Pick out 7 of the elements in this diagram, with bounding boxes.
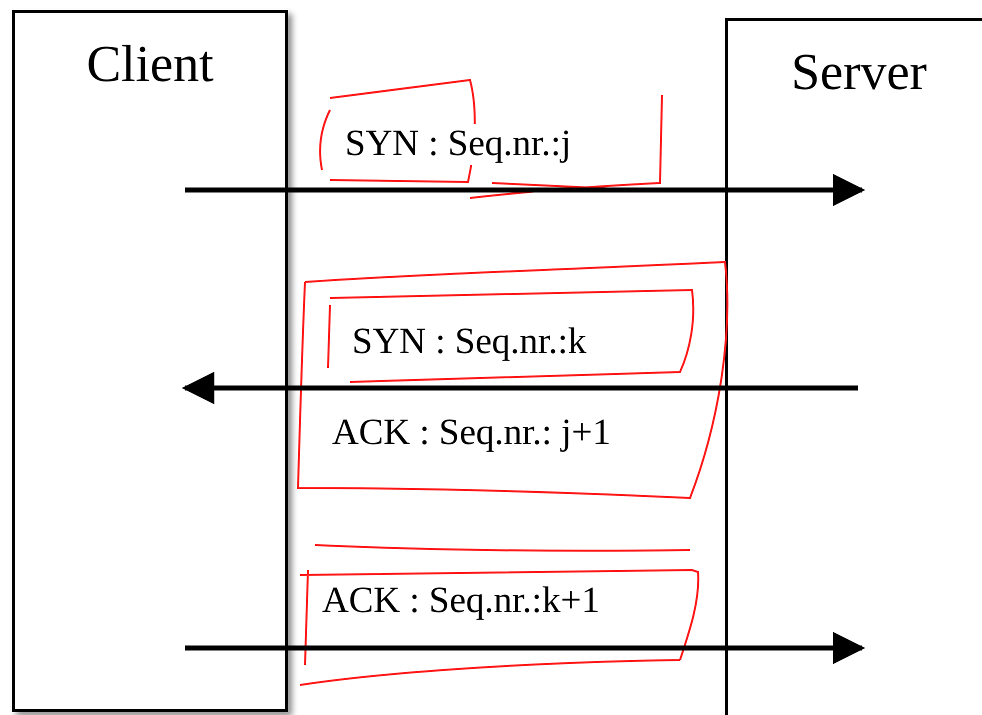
lifeline-box (725, 18, 982, 715)
message-arrow (185, 174, 866, 206)
participant-name: Server (790, 43, 928, 102)
participant-name: Client (85, 35, 215, 94)
message-arrow (185, 632, 866, 664)
lifeline-box (12, 10, 288, 712)
message-arrow (182, 372, 858, 404)
